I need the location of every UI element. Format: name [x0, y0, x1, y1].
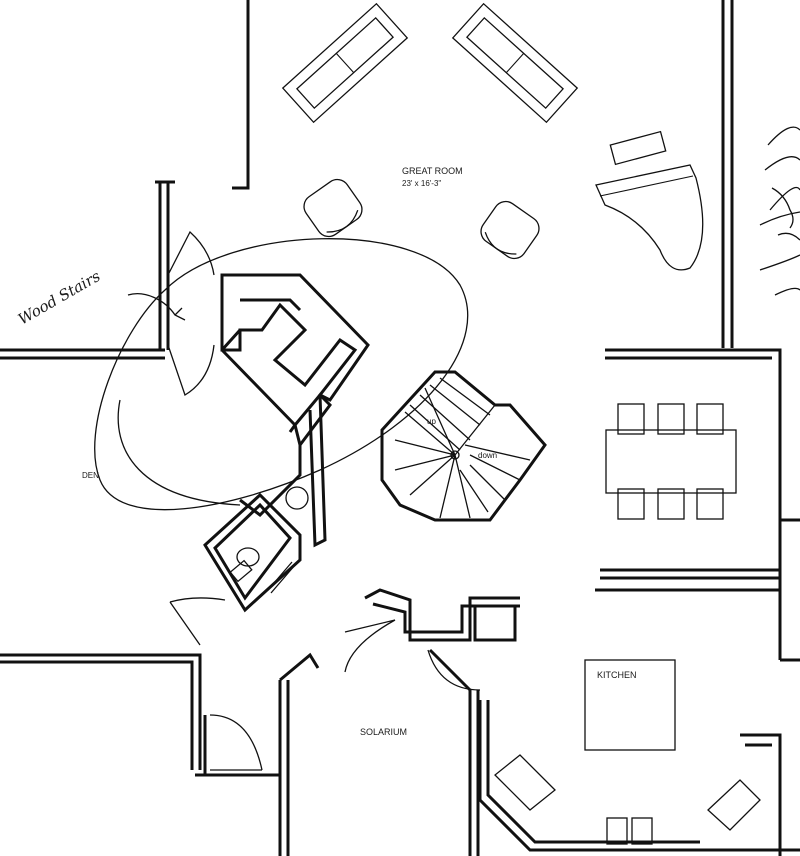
sketch-loop: [94, 238, 469, 511]
doors: [167, 230, 481, 771]
stairs-up-label: up: [427, 417, 436, 426]
solarium-label: SOLARIUM: [360, 727, 407, 737]
staircase: [380, 370, 547, 522]
room-labels: GREAT ROOM 23' x 16'-3" DEN SOLARIUM KIT…: [82, 166, 637, 737]
sofas: [281, 2, 579, 124]
stairs-down-label: down: [478, 451, 497, 460]
margin-scribbles: [759, 126, 800, 296]
core-block: [203, 273, 370, 613]
dining-chairs-bottom: [617, 488, 724, 520]
great-room-label: GREAT ROOM: [402, 166, 463, 176]
handwritten-note: Wood Stairs: [15, 267, 104, 329]
great-room-dimensions: 23' x 16'-3": [402, 179, 441, 188]
den-label: DEN: [82, 471, 99, 480]
armchairs: [303, 178, 540, 260]
dining-chairs-top: [617, 403, 724, 435]
grand-piano: [595, 130, 704, 271]
kitchen-label: KITCHEN: [597, 670, 637, 680]
kitchen-fixtures: [494, 659, 761, 845]
dining-set: [605, 403, 737, 520]
